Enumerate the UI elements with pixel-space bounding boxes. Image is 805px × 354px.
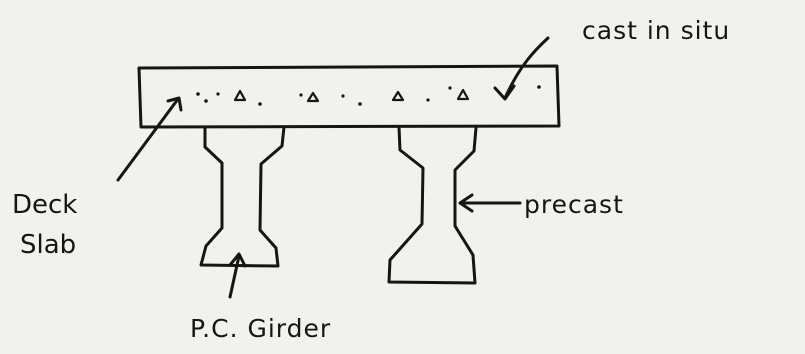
precast-arrowhead xyxy=(458,193,474,213)
pc-girder-label: P.C. Girder xyxy=(190,314,332,343)
deck-slab xyxy=(137,64,561,129)
precast-girder-right xyxy=(387,125,478,285)
deck-slab-arrow xyxy=(116,97,180,182)
girder-arrow xyxy=(228,254,241,299)
pc-girder-left xyxy=(199,125,286,268)
slab-label: Slab xyxy=(20,230,77,260)
cast-in-situ-arrowhead xyxy=(493,84,516,101)
cast-in-situ-label: cast in situ xyxy=(582,16,731,45)
deck-label: Deck xyxy=(12,190,78,220)
deck-slab-arrowhead xyxy=(166,96,183,112)
cast-in-situ-arrow xyxy=(503,36,550,100)
aggregate-marks xyxy=(233,88,470,103)
girder-arrowhead xyxy=(228,252,247,268)
aggregate-dots xyxy=(196,85,541,106)
precast-label: precast xyxy=(524,190,624,219)
